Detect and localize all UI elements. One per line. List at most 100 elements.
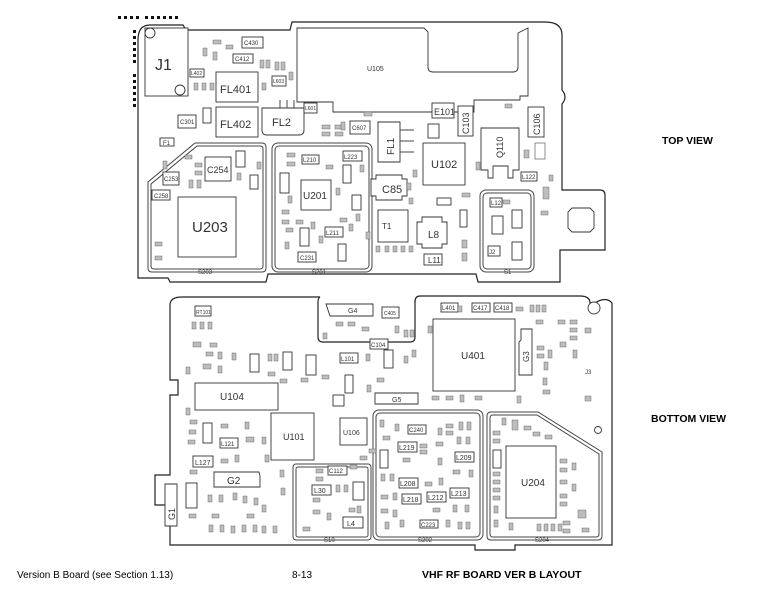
label-l213: L213 <box>451 491 467 498</box>
inductor-l215 <box>324 226 344 238</box>
mount-hole <box>594 426 602 434</box>
ic-u106 <box>339 417 368 446</box>
cap-c104 <box>369 338 389 350</box>
label-c430: C430 <box>244 41 259 47</box>
cap-c109 <box>282 351 293 371</box>
inductor-l127 <box>192 455 214 468</box>
ic-u104 <box>194 382 279 411</box>
label-c258: C258 <box>154 194 169 200</box>
cap-c253 <box>162 171 180 186</box>
label-l11: L12 <box>491 201 502 207</box>
inductor-l4 <box>342 516 364 529</box>
transformer-t2 <box>370 174 408 201</box>
inductor-l211 <box>297 251 317 263</box>
label-c106: C106 <box>532 113 542 135</box>
label-j1: J1 <box>155 57 172 74</box>
inductor-l11 <box>489 197 503 208</box>
inductor-l204 <box>379 449 389 469</box>
label-c412: C412 <box>235 57 250 63</box>
label-l212: L212 <box>428 495 444 502</box>
cap-c112 <box>327 465 348 476</box>
label-c240: C240 <box>409 428 424 434</box>
label-c103: C103 <box>461 112 471 134</box>
top-board-outline <box>137 21 606 283</box>
inductor-l601 <box>303 102 318 114</box>
inductor-l130 <box>305 354 317 376</box>
inductor-l216 <box>299 227 310 247</box>
label-l215: L211 <box>326 231 340 237</box>
transistor-q110 <box>480 127 520 179</box>
top-smd-parts <box>154 39 554 262</box>
shield-s204 <box>486 411 603 541</box>
label-c417: C417 <box>473 306 488 312</box>
inductor-l12 <box>511 209 523 229</box>
edge-pads-top <box>118 16 178 107</box>
label-s204: S204 <box>535 538 550 544</box>
label-u204: U204 <box>521 478 545 489</box>
filter-fl2 <box>261 107 305 136</box>
inductor-l8 <box>423 253 443 266</box>
inductor-l603 <box>271 75 287 87</box>
label-s1: S1 <box>504 270 512 276</box>
label-s201: S201 <box>312 270 327 276</box>
inductor-l121 <box>219 437 239 449</box>
label-l601: L601 <box>305 106 316 112</box>
bottom-view-label: BOTTOM VIEW <box>651 413 727 425</box>
inductor-l217 <box>279 172 290 194</box>
filter-fl401 <box>215 71 259 103</box>
fuse-f1 <box>159 137 175 147</box>
inductor-l219 <box>397 441 418 453</box>
page-number: 8-13 <box>292 570 313 581</box>
label-c223: C223 <box>421 523 436 529</box>
ic-u204 <box>505 445 557 519</box>
shield-s203 <box>147 142 267 273</box>
ic-u102 <box>422 142 466 186</box>
label-c418: C418 <box>495 306 510 312</box>
label-l401: L401 <box>442 306 456 312</box>
cap-c301 <box>177 114 197 129</box>
label-s203: S203 <box>198 270 213 276</box>
shield-s1 <box>479 189 535 273</box>
cap-c247 <box>492 449 502 469</box>
label-t2: C85 <box>382 184 402 196</box>
cap-c417 <box>471 302 491 313</box>
inductor-l212 <box>426 491 447 503</box>
label-l122: L122 <box>522 175 536 181</box>
ic-u201 <box>300 179 332 211</box>
shield-s201 <box>271 142 373 273</box>
inductor-l13 <box>491 215 504 235</box>
inductor-l106 <box>249 353 260 373</box>
label-fl1: FL1 <box>386 137 397 155</box>
cap-c607 <box>349 120 371 135</box>
label-s202: S202 <box>418 538 433 544</box>
ic-u203 <box>177 196 237 258</box>
cap-c420 <box>202 107 212 124</box>
label-l223: L223 <box>344 155 358 161</box>
ic-u202 <box>204 156 232 182</box>
label-c405: C405 <box>384 311 396 317</box>
shield-s202 <box>372 409 484 541</box>
label-l603: L603 <box>273 79 284 85</box>
connector-j2 <box>567 207 595 233</box>
label-l219: L219 <box>399 445 415 452</box>
mount-hole <box>144 27 156 39</box>
cap-c258 <box>151 189 171 201</box>
cap-c103 <box>457 105 474 137</box>
diode-d108 <box>534 142 546 160</box>
inductor-l209 <box>454 451 475 463</box>
label-g5: G5 <box>392 397 401 404</box>
inductor-l210 <box>301 154 320 165</box>
inductor-l102 <box>383 349 394 369</box>
label-l211: C231 <box>300 256 315 262</box>
filter-fl1 <box>377 121 401 163</box>
cap-c271 <box>249 174 259 190</box>
label-u002: T1 <box>382 222 392 231</box>
label-l101: L101 <box>341 357 355 363</box>
inductor-l604 <box>427 123 440 139</box>
inductor-l208 <box>398 477 419 489</box>
cap-c231 <box>337 243 347 262</box>
inductor-l218 <box>401 493 422 505</box>
module-u105 <box>296 27 529 113</box>
inductor-l605 <box>332 394 345 407</box>
